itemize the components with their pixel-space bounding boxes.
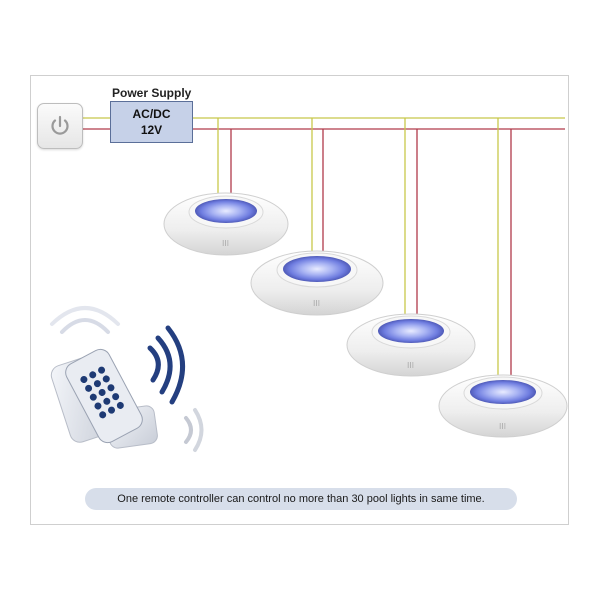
pool-light-4: IIl: [438, 374, 568, 438]
svg-text:IIl: IIl: [407, 361, 414, 370]
power-icon: [51, 115, 69, 135]
wire-drops: [217, 118, 512, 384]
remote-control-icon: [50, 348, 158, 449]
svg-text:IIl: IIl: [222, 239, 229, 248]
svg-text:IIl: IIl: [499, 422, 506, 431]
power-supply-type: AC/DC: [132, 107, 171, 121]
pool-light-3: IIl: [346, 313, 476, 377]
power-button[interactable]: [37, 103, 83, 149]
pool-light-2: IIl: [250, 250, 384, 316]
wireless-signal-icon: [50, 306, 204, 452]
power-supply-voltage: 12V: [140, 123, 163, 137]
power-supply-title: Power Supply: [112, 86, 192, 100]
pool-light-1: IIl: [163, 192, 289, 256]
svg-text:IIl: IIl: [313, 299, 320, 308]
power-supply-box: AC/DC 12V: [110, 101, 193, 143]
caption-banner: One remote controller can control no mor…: [85, 488, 517, 510]
